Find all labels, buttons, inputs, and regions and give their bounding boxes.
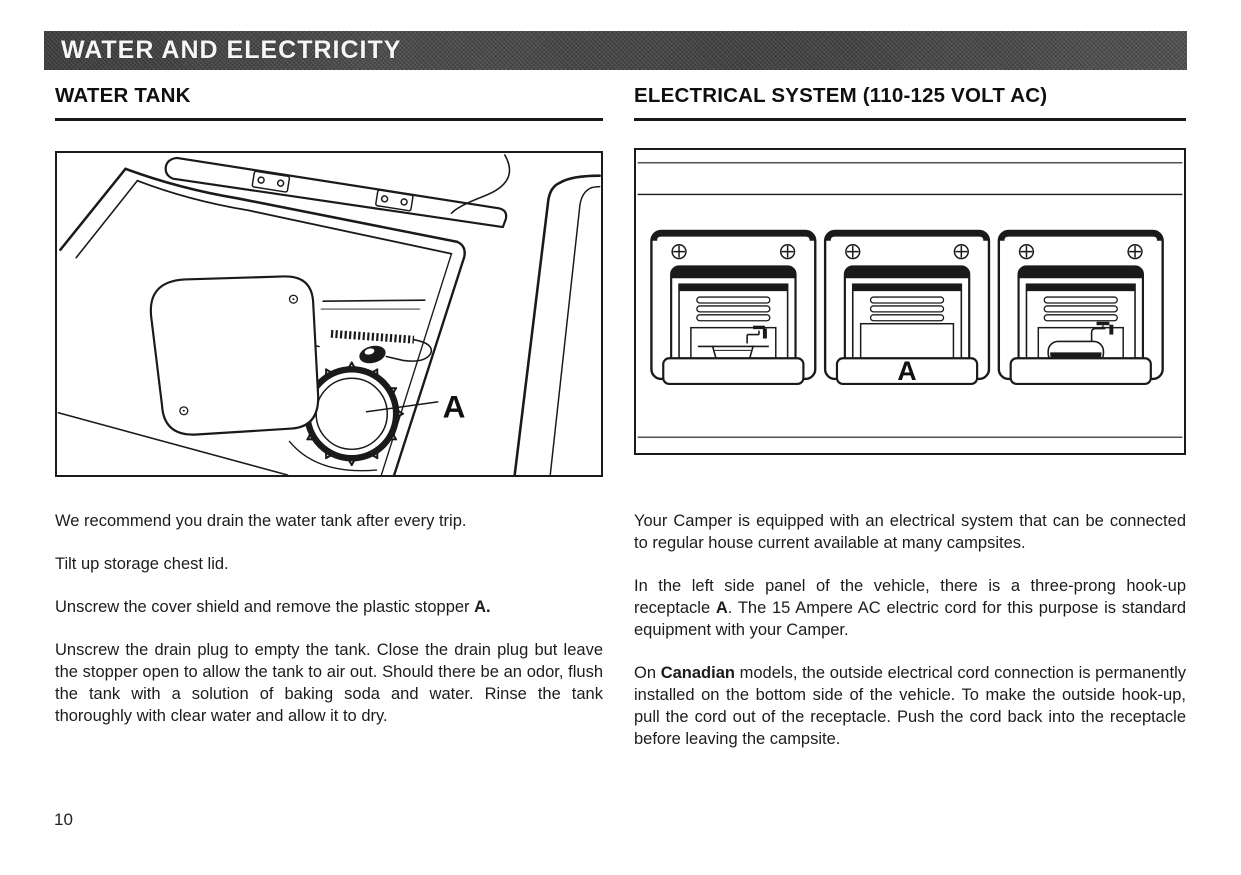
paragraph: Unscrew the cover shield and remove the … xyxy=(55,598,491,616)
hookup-panels-illustration: A xyxy=(637,162,1183,438)
paragraph: Tilt up storage chest lid. xyxy=(55,555,229,573)
label-leader-line xyxy=(365,401,439,413)
heading-rule-left xyxy=(55,118,603,121)
paragraph: Unscrew the drain plug to empty the tank… xyxy=(55,641,603,725)
figure-label-a: A xyxy=(897,356,916,386)
hookup-panel-water xyxy=(999,231,1163,385)
lid-cable xyxy=(450,154,511,215)
paragraph: On Canadian models, the outside electric… xyxy=(634,664,1186,748)
electrical-panel-figure: A xyxy=(634,148,1186,455)
paragraph: We recommend you drain the water tank af… xyxy=(55,512,467,530)
hookup-panel-drain xyxy=(651,231,815,385)
section-banner: WATER AND ELECTRICITY xyxy=(44,31,1187,70)
electrical-system-text: Your Camper is equipped with an electric… xyxy=(634,510,1186,771)
water-tank-figure: A xyxy=(55,151,603,477)
hookup-panel-electrical: A xyxy=(825,231,989,386)
paragraph: In the left side panel of the vehicle, t… xyxy=(634,577,1186,639)
electrical-system-heading: ELECTRICAL SYSTEM (110-125 VOLT AC) xyxy=(634,84,1048,107)
hinge-icon xyxy=(251,170,414,212)
paragraph: Your Camper is equipped with an electric… xyxy=(634,512,1186,552)
water-tank-illustration: A xyxy=(57,154,601,475)
water-tank-heading: WATER TANK xyxy=(55,84,191,107)
drain-hose xyxy=(306,329,433,364)
figure-label-a: A xyxy=(443,389,466,425)
body-panel-lines xyxy=(637,162,1183,438)
cover-shield xyxy=(149,275,320,436)
heading-rule-right xyxy=(634,118,1186,121)
page-number: 10 xyxy=(54,810,73,829)
water-tank-text: We recommend you drain the water tank af… xyxy=(55,510,603,748)
banner-title: WATER AND ELECTRICITY xyxy=(61,36,402,64)
